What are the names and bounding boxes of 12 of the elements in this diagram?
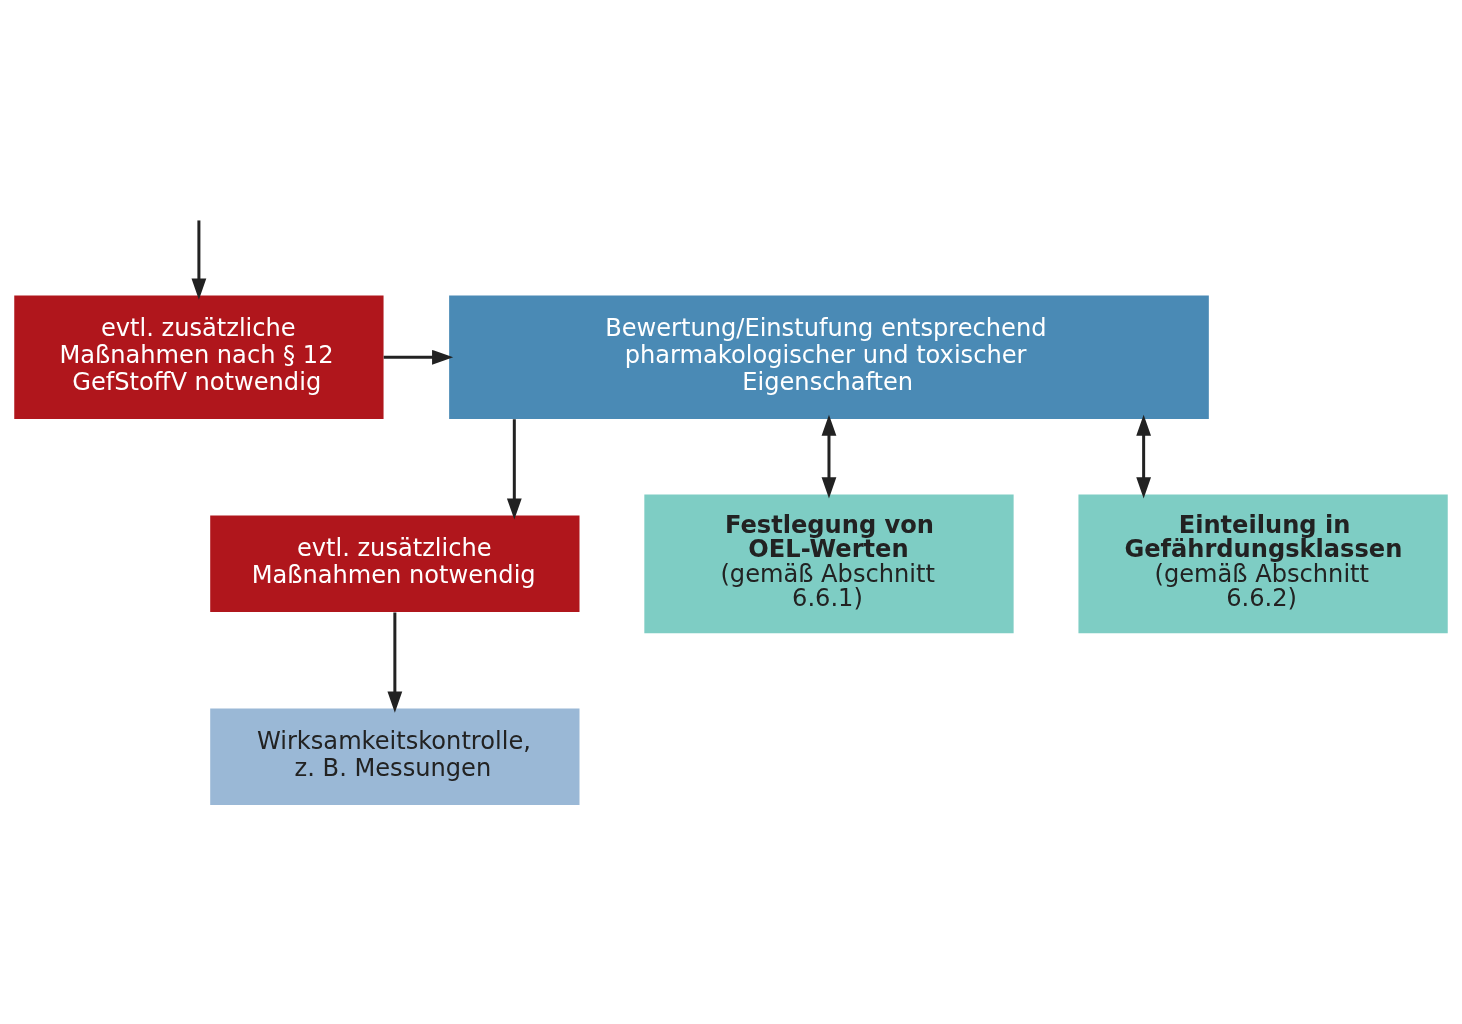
node-box: evtl. zusätzliche Maßnahmen notwendig (210, 515, 580, 613)
node-box: evtl. zusätzliche Maßnahmen nach § 12 GefStoffV notwendig (14, 295, 384, 420)
arrow (383, 349, 454, 365)
node-box: Wirksamkeitskontrolle, z. B. Messungen (210, 708, 580, 805)
node-box: Bewertung/Einstufung entsprechend pharmakologischer und toxischer Eigenschaften (449, 295, 1209, 420)
arrow (506, 419, 522, 520)
node-box: Einteilung in Gefährdungsklassen (gemäß Abschnitt 6.6.2) (1078, 494, 1448, 634)
node-box: Festlegung von OEL-Werten (gemäß Abschnitt 6.6.1) (644, 494, 1014, 634)
arrow (387, 612, 403, 713)
arrow (1136, 414, 1152, 499)
arrow (821, 414, 837, 499)
arrow (191, 220, 207, 300)
